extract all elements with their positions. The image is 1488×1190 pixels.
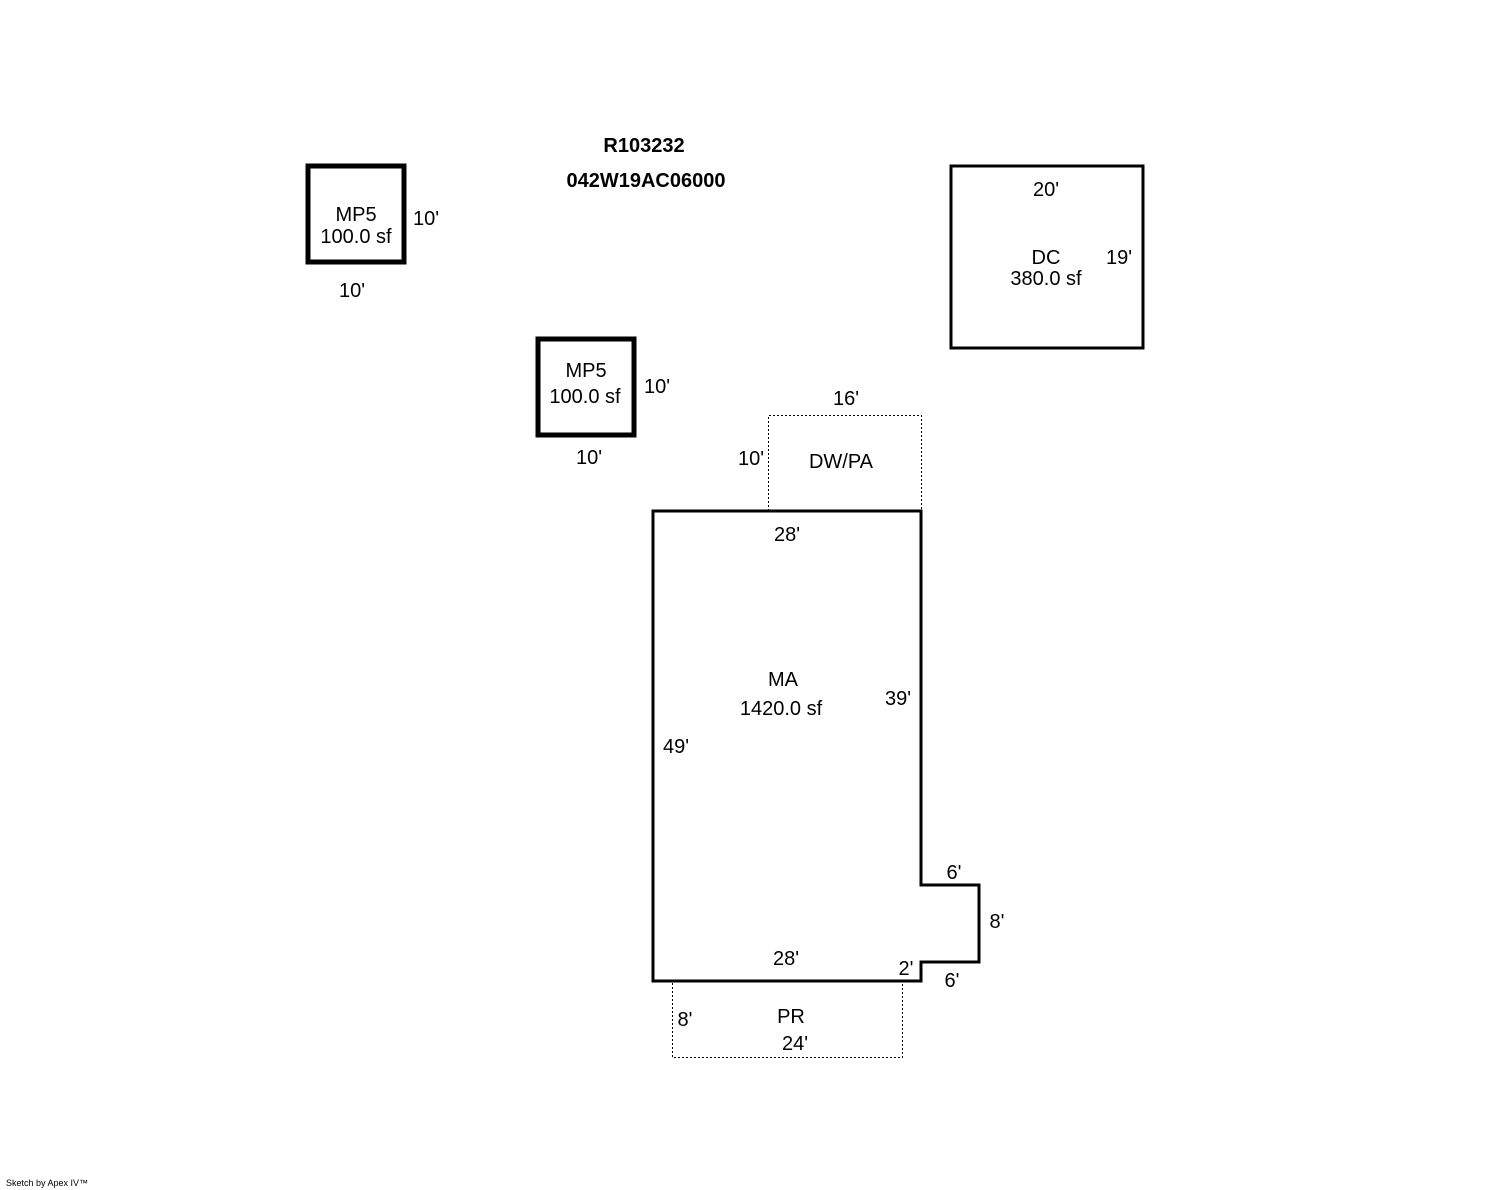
dc-right-dimension: 19'	[1106, 247, 1132, 269]
dc-area-value: 380.0 sf	[1010, 268, 1082, 290]
ma-bump-right-dimension: 8'	[990, 911, 1005, 933]
mp5-left-outline	[305, 163, 407, 265]
ma-bump-step-dimension: 2'	[899, 958, 914, 980]
mp5-center-area: MP5 100.0 sf 10' 10'	[535, 336, 670, 469]
parcel-id: R103232	[603, 135, 684, 157]
dwpa-outline	[768, 415, 922, 511]
ma-area-value: 1420.0 sf	[740, 698, 823, 720]
dwpa-top-dimension: 16'	[833, 388, 859, 410]
mp5-left-area: MP5 100.0 sf 10' 10'	[305, 163, 439, 302]
dwpa-area: 16' DW/PA 10'	[738, 388, 922, 511]
mp5-center-code: MP5	[565, 360, 606, 382]
mp5-left-bottom-dimension: 10'	[339, 280, 365, 302]
mp5-left-right-dimension: 10'	[413, 208, 439, 230]
dc-code: DC	[1032, 247, 1061, 269]
dc-top-dimension: 20'	[1033, 179, 1059, 201]
ma-code: MA	[768, 669, 799, 691]
dwpa-code: DW/PA	[809, 451, 874, 473]
mp5-left-code: MP5	[335, 204, 376, 226]
pr-code: PR	[777, 1006, 805, 1028]
sketch-credit: Sketch by Apex IV™	[6, 1178, 88, 1188]
mp5-left-area-value: 100.0 sf	[320, 226, 392, 248]
pr-outline	[672, 983, 903, 1058]
ma-outline	[651, 509, 981, 983]
map-number: 042W19AC06000	[567, 170, 726, 192]
ma-area: 28' MA 1420.0 sf 39' 49' 6' 8' 28' 2' 6'	[651, 509, 1005, 992]
dc-outline	[949, 164, 1145, 350]
ma-left-dimension: 49'	[663, 736, 689, 758]
mp5-center-outline	[535, 336, 637, 438]
mp5-center-area-value: 100.0 sf	[549, 386, 621, 408]
ma-bump-bottom-dimension: 6'	[945, 970, 960, 992]
ma-bottom-dimension: 28'	[773, 948, 799, 970]
pr-area: PR 8' 24'	[672, 983, 903, 1058]
pr-left-dimension: 8'	[678, 1009, 693, 1031]
ma-bump-top-dimension: 6'	[947, 862, 962, 884]
ma-top-dimension: 28'	[774, 524, 800, 546]
pr-bottom-dimension: 24'	[782, 1033, 808, 1055]
dwpa-left-dimension: 10'	[738, 448, 764, 470]
ma-right-dimension: 39'	[885, 688, 911, 710]
mp5-center-right-dimension: 10'	[644, 376, 670, 398]
mp5-center-bottom-dimension: 10'	[576, 447, 602, 469]
dc-area: 20' DC 380.0 sf 19'	[949, 164, 1145, 350]
